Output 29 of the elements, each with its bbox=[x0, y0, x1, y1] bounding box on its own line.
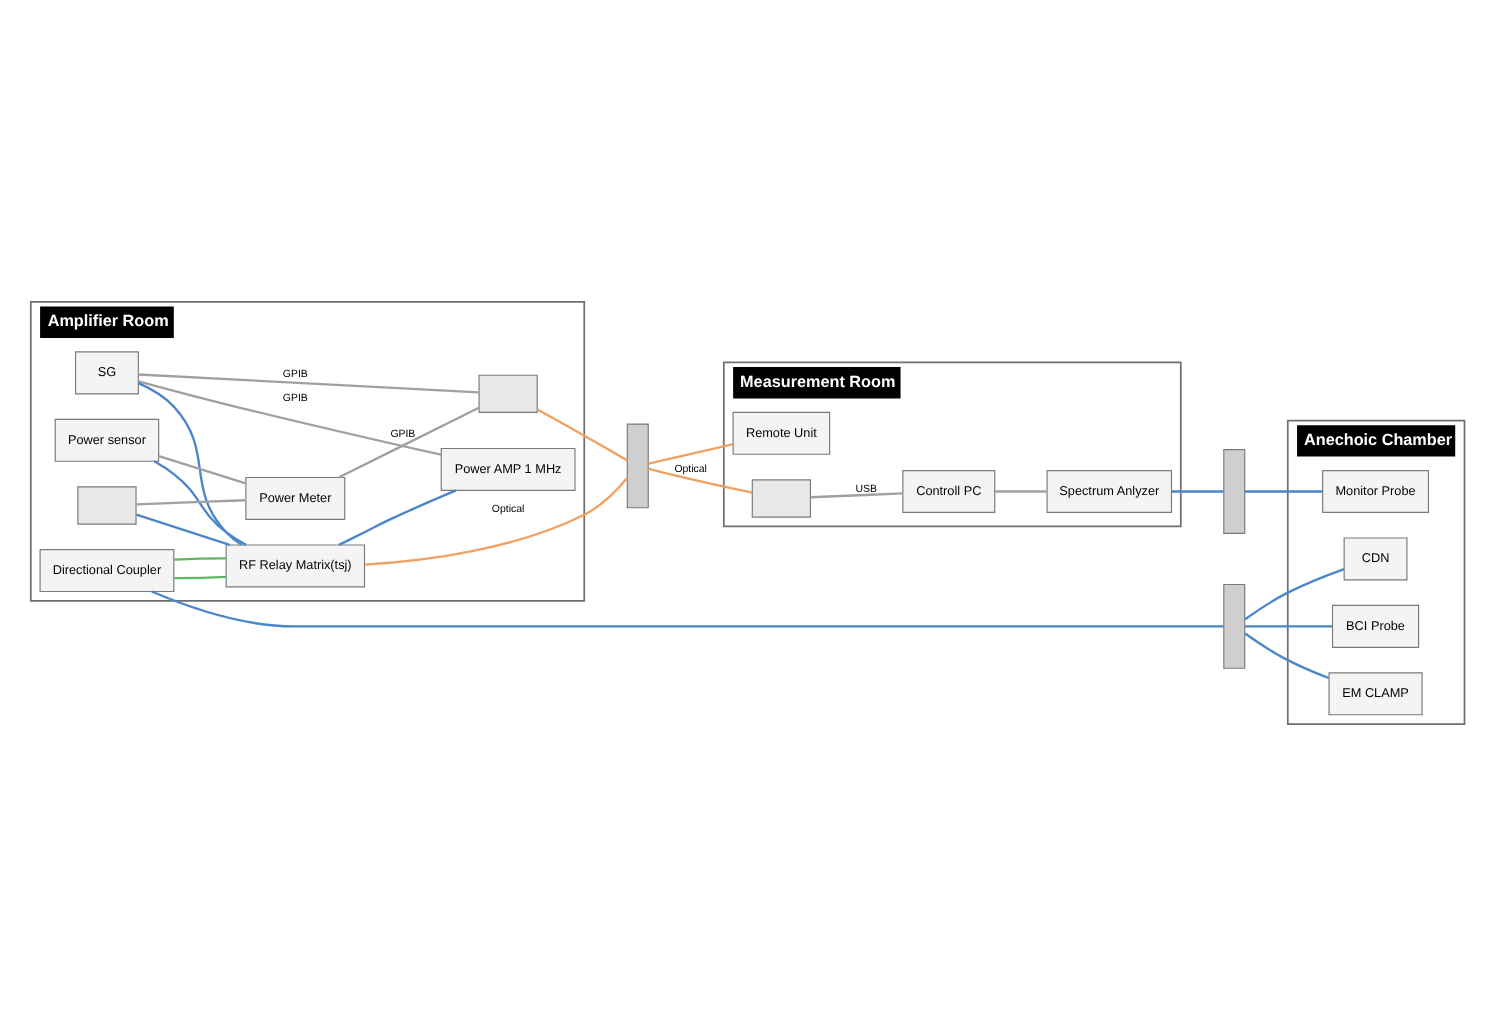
node-bar bbox=[1223, 449, 1246, 534]
connector bbox=[648, 443, 734, 465]
connector bbox=[174, 575, 227, 580]
node-box bbox=[77, 486, 137, 525]
connector bbox=[136, 513, 231, 547]
node-bar bbox=[626, 423, 649, 509]
connector bbox=[648, 467, 753, 494]
node-box bbox=[751, 479, 812, 518]
connector bbox=[138, 382, 243, 546]
connector bbox=[1244, 567, 1345, 621]
connector bbox=[151, 590, 1224, 628]
connector bbox=[138, 373, 479, 394]
connector bbox=[1245, 490, 1323, 493]
node-box bbox=[478, 374, 538, 413]
connector bbox=[338, 489, 457, 546]
connector bbox=[536, 408, 628, 462]
connector bbox=[136, 499, 246, 506]
connector bbox=[1171, 490, 1224, 493]
connector bbox=[364, 477, 629, 566]
connector bbox=[138, 380, 442, 456]
connector bbox=[174, 557, 227, 561]
connector bbox=[158, 455, 246, 485]
connector bbox=[994, 490, 1047, 493]
connector bbox=[338, 406, 480, 479]
connector bbox=[1244, 632, 1330, 680]
connector bbox=[153, 460, 247, 546]
connector bbox=[810, 492, 903, 499]
connector bbox=[1245, 625, 1333, 628]
node-bar bbox=[1223, 583, 1246, 669]
